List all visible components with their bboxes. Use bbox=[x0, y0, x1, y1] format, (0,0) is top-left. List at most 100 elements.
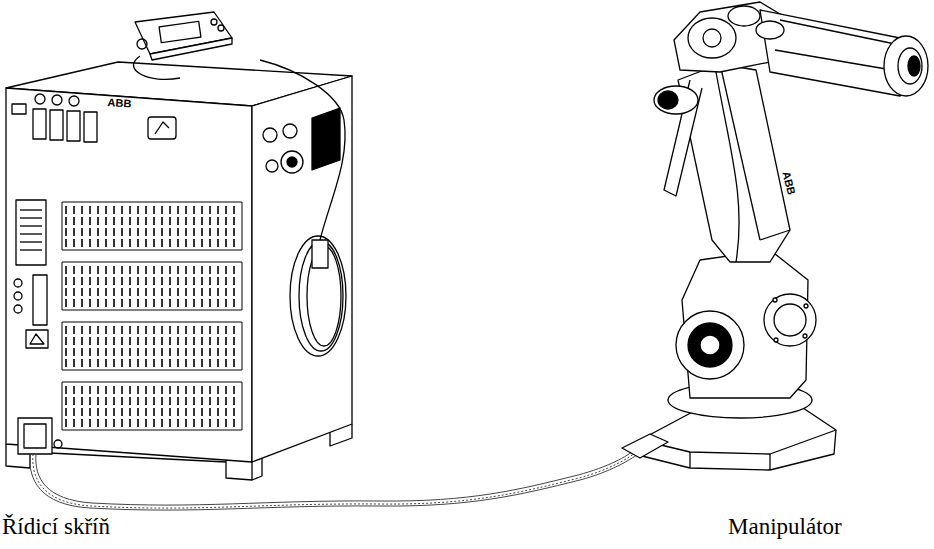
vent-slat bbox=[145, 408, 147, 416]
vent-slat bbox=[97, 299, 99, 307]
vent-slat bbox=[89, 299, 91, 307]
vent-slat bbox=[73, 288, 75, 296]
vent-slat bbox=[121, 299, 123, 307]
vent-slat bbox=[177, 217, 179, 225]
vent-slat bbox=[137, 419, 139, 427]
vent-slat bbox=[73, 239, 75, 247]
vent-slat bbox=[185, 386, 187, 394]
vent-slat bbox=[169, 206, 171, 214]
vent-slat bbox=[73, 277, 75, 285]
vent-slat bbox=[137, 277, 139, 285]
vent-slat bbox=[225, 348, 227, 356]
vent-slat bbox=[65, 386, 67, 394]
vent-slat bbox=[209, 408, 211, 416]
vent-slat bbox=[73, 266, 75, 274]
vent-slat bbox=[137, 239, 139, 247]
vent-slat bbox=[233, 239, 235, 247]
vent-slat bbox=[209, 228, 211, 236]
vent-slat bbox=[89, 277, 91, 285]
vent-slat bbox=[193, 239, 195, 247]
part-label: Řídicí skříň bbox=[2, 514, 110, 540]
vent-slat bbox=[177, 277, 179, 285]
vent-slat bbox=[201, 326, 203, 334]
vent-slat bbox=[105, 408, 107, 416]
vent-slat bbox=[97, 326, 99, 334]
vent-slat bbox=[105, 288, 107, 296]
vent-slat bbox=[81, 288, 83, 296]
vent-slat bbox=[161, 359, 163, 367]
vent-slat bbox=[201, 206, 203, 214]
vent-slat bbox=[129, 217, 131, 225]
vent-slat bbox=[105, 277, 107, 285]
vent-slat bbox=[89, 288, 91, 296]
vent-slat bbox=[209, 359, 211, 367]
vent-slat bbox=[169, 326, 171, 334]
vent-slat bbox=[97, 277, 99, 285]
vent-slat bbox=[169, 228, 171, 236]
vent-slat bbox=[129, 288, 131, 296]
part-label: Manipulátor bbox=[728, 514, 842, 540]
vent-slat bbox=[145, 217, 147, 225]
vent-slat bbox=[65, 299, 67, 307]
vent-slat bbox=[225, 359, 227, 367]
vent-slat bbox=[145, 288, 147, 296]
vent-slat bbox=[153, 299, 155, 307]
vent-slat bbox=[65, 277, 67, 285]
vent-slat bbox=[137, 359, 139, 367]
vent-slat bbox=[209, 348, 211, 356]
vent-slat bbox=[177, 408, 179, 416]
vent-slat bbox=[185, 419, 187, 427]
vent-slat bbox=[73, 408, 75, 416]
vent-slat bbox=[233, 206, 235, 214]
vent-slat bbox=[217, 266, 219, 274]
vent-slat bbox=[89, 419, 91, 427]
vent-slat bbox=[73, 419, 75, 427]
vent-slat bbox=[201, 239, 203, 247]
vent-slat bbox=[233, 326, 235, 334]
vent-slat bbox=[169, 337, 171, 345]
vent-slat bbox=[153, 359, 155, 367]
vent-slat bbox=[73, 228, 75, 236]
vent-slat bbox=[145, 386, 147, 394]
vent-slat bbox=[217, 337, 219, 345]
vent-slat bbox=[97, 419, 99, 427]
vent-slat bbox=[193, 206, 195, 214]
vent-slat bbox=[217, 419, 219, 427]
vent-slat bbox=[193, 408, 195, 416]
vent-slat bbox=[113, 386, 115, 394]
vent-slat bbox=[97, 239, 99, 247]
vent-slat bbox=[97, 408, 99, 416]
vent-slat bbox=[105, 359, 107, 367]
vent-slat bbox=[161, 217, 163, 225]
vent-slat bbox=[65, 217, 67, 225]
vent-slat bbox=[193, 326, 195, 334]
vent-slat bbox=[153, 277, 155, 285]
vent-slat bbox=[177, 337, 179, 345]
vent-slat bbox=[73, 337, 75, 345]
vent-slat bbox=[129, 408, 131, 416]
vent-slat bbox=[145, 337, 147, 345]
vent-slat bbox=[193, 337, 195, 345]
vent-slat bbox=[89, 397, 91, 405]
vent-slat bbox=[233, 277, 235, 285]
vent-slat bbox=[105, 348, 107, 356]
vent-slat bbox=[97, 359, 99, 367]
vent-slat bbox=[97, 386, 99, 394]
vent-slat bbox=[233, 337, 235, 345]
vent-slat bbox=[73, 326, 75, 334]
control-cabinet bbox=[6, 12, 352, 480]
vent-slat bbox=[169, 419, 171, 427]
vent-slat bbox=[145, 397, 147, 405]
vent-slat bbox=[65, 419, 67, 427]
vent-slat bbox=[161, 288, 163, 296]
vent-slat bbox=[145, 277, 147, 285]
vent-slat bbox=[177, 228, 179, 236]
vent-slat bbox=[73, 217, 75, 225]
vent-slat bbox=[153, 288, 155, 296]
vent-slat bbox=[145, 266, 147, 274]
vent-slat bbox=[113, 359, 115, 367]
vent-slat bbox=[121, 397, 123, 405]
vent-slat bbox=[113, 217, 115, 225]
vent-slat bbox=[177, 239, 179, 247]
vent-slat bbox=[153, 239, 155, 247]
